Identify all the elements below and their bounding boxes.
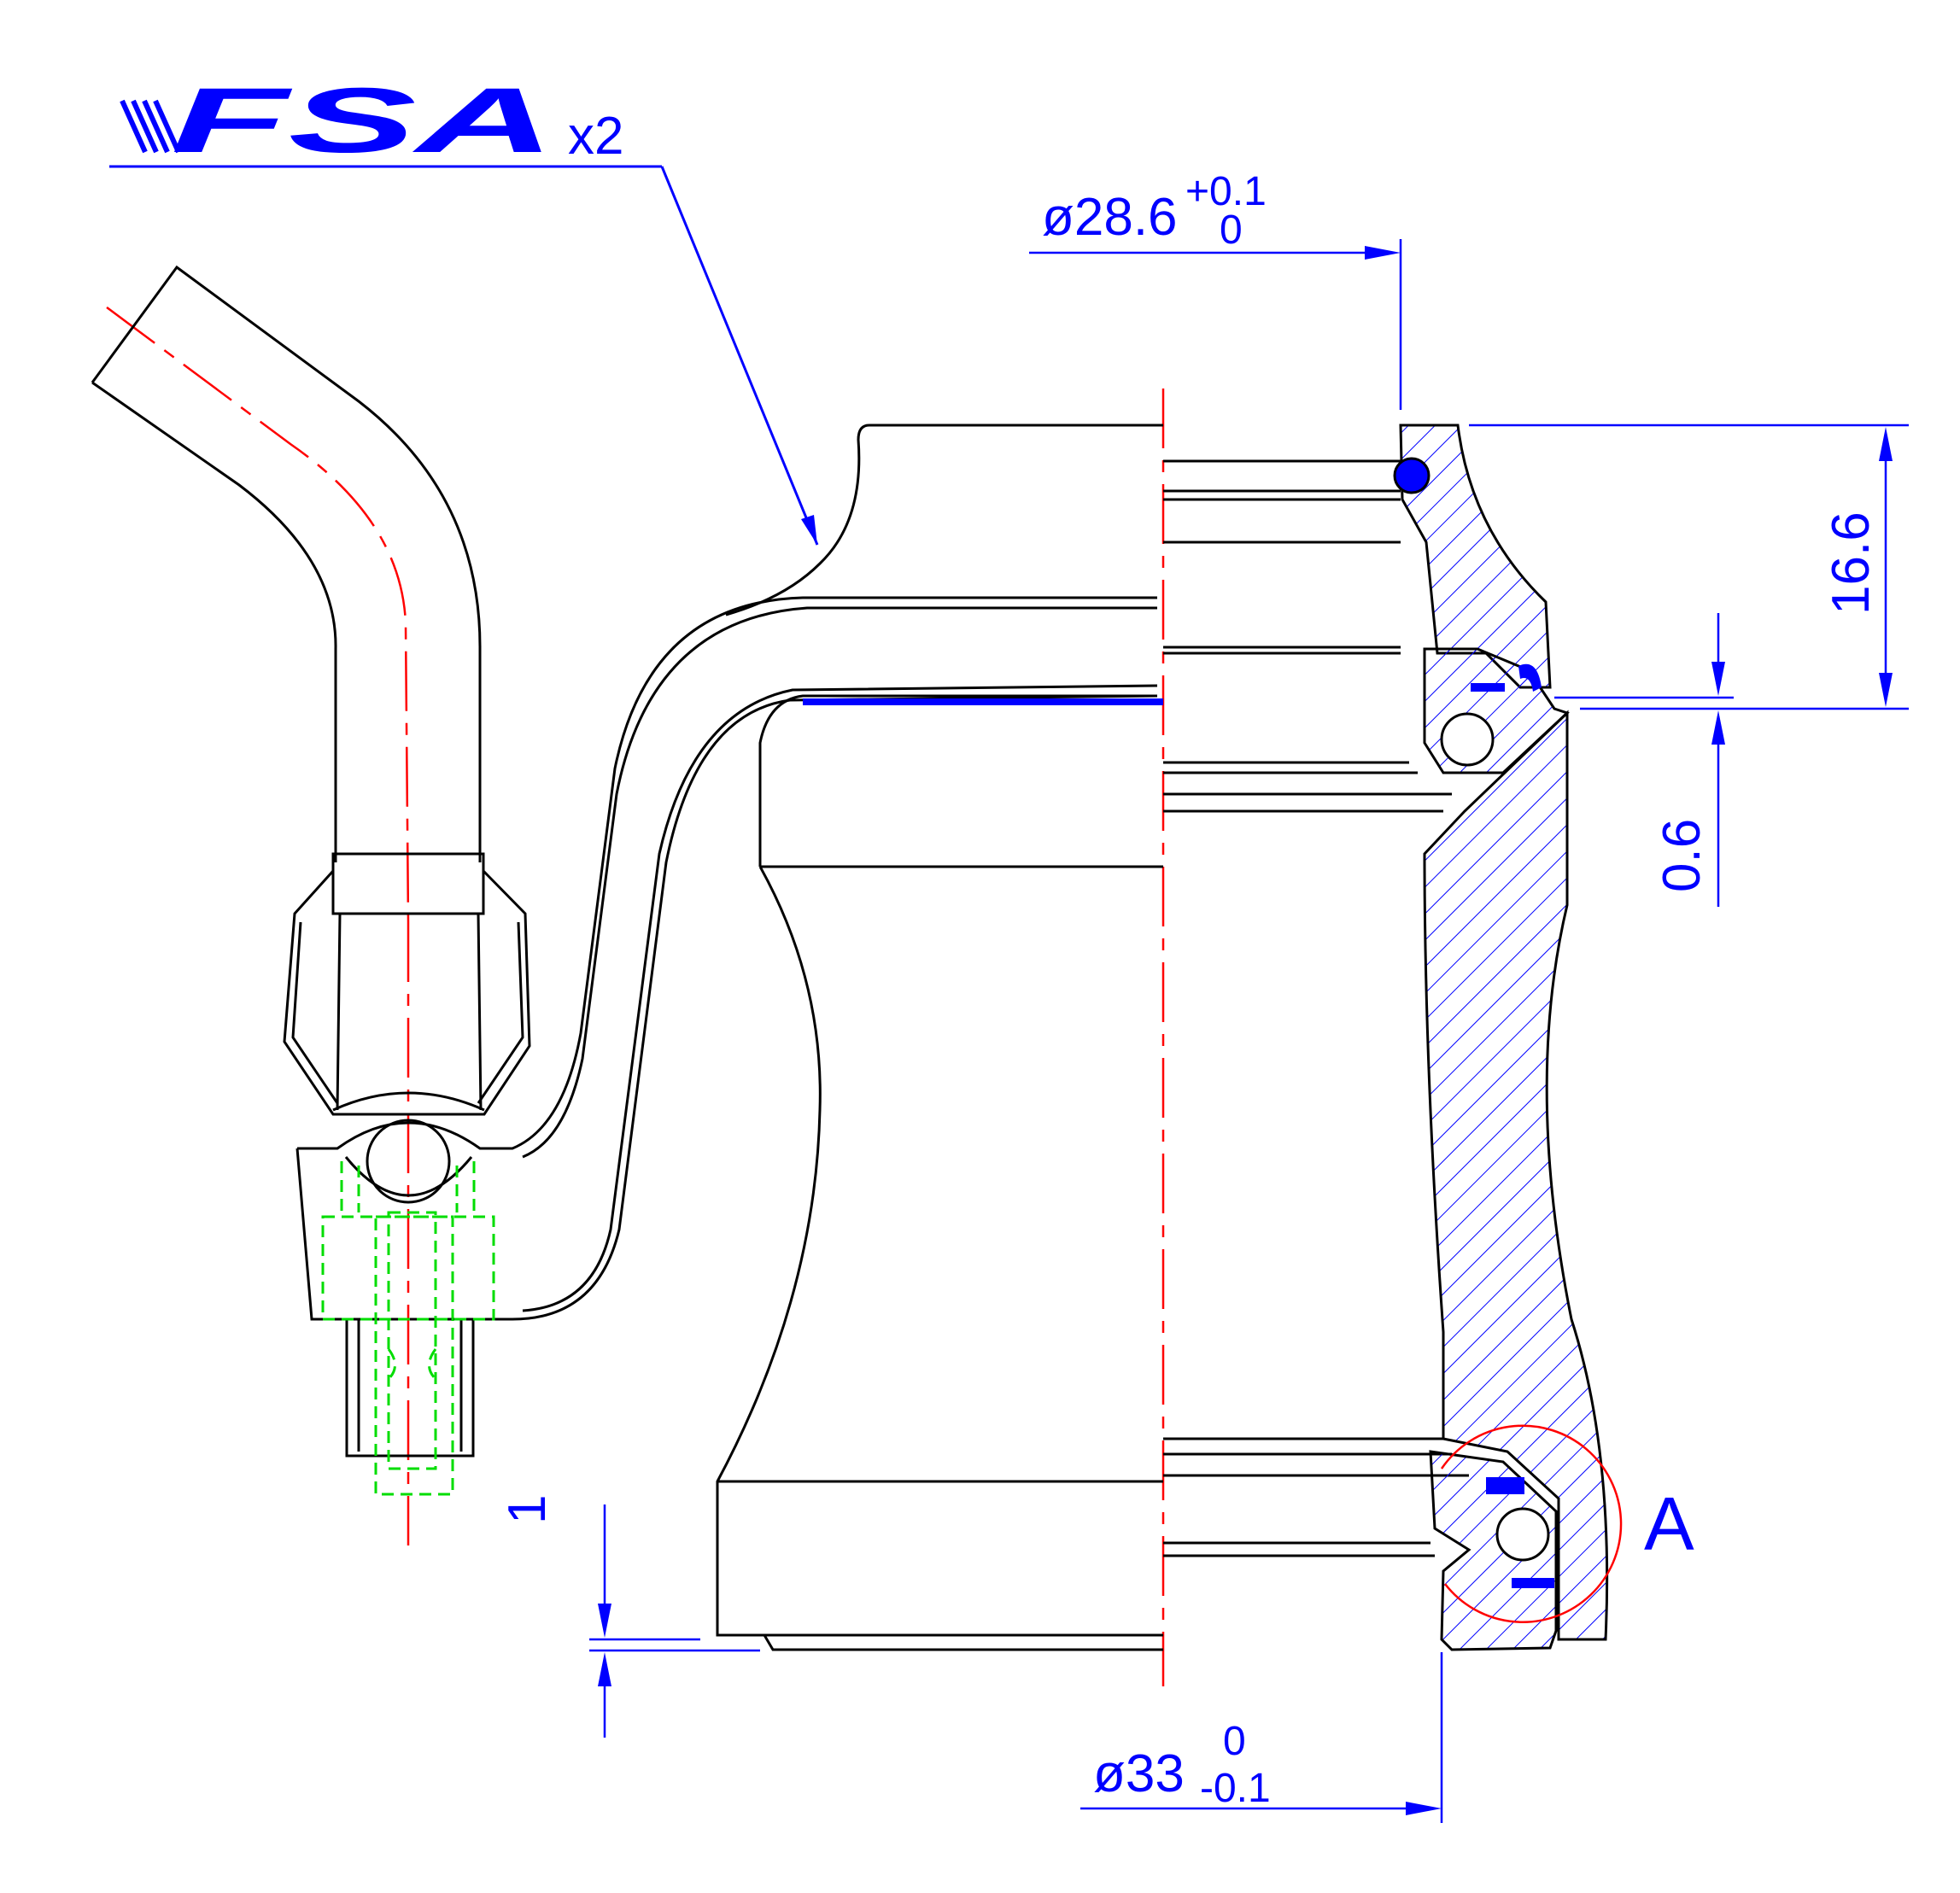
cable-pipe — [91, 265, 482, 862]
dim-outer-diameter-lower: -0.1 — [1200, 1766, 1271, 1811]
cable-bracket — [295, 596, 1158, 1321]
dim-gap: 0.6 — [1653, 819, 1711, 892]
dim-height: 16.6 — [1822, 511, 1881, 615]
fsa-logo: FSA — [120, 68, 555, 172]
logo-leader-line — [109, 165, 819, 546]
headset-cup-outline — [716, 424, 1469, 1651]
dim-outer-diameter: ø33 0 -0.1 — [1093, 1719, 1271, 1811]
bearing-seals — [1471, 663, 1554, 1588]
dimension-lines — [589, 239, 1909, 1823]
detail-a-circle — [1440, 1424, 1623, 1623]
detail-label: A — [1644, 1481, 1694, 1566]
cable-bolt — [345, 1318, 475, 1458]
dim-inner-diameter-lower: 0 — [1220, 207, 1243, 253]
dim-inner-diameter: ø28.6 +0.1 0 — [1042, 169, 1267, 253]
cable-adjuster-nut — [283, 852, 531, 1116]
hidden-lines — [321, 1161, 495, 1496]
dim-offset: 1 — [498, 1495, 557, 1524]
bearing-balls — [1393, 457, 1550, 1562]
dim-outer-diameter-base: ø33 — [1093, 1744, 1185, 1803]
dimension-arrows — [598, 246, 1893, 1815]
logo-text: FSA — [171, 68, 555, 172]
section-hatched — [1399, 424, 1609, 1651]
dim-outer-diameter-upper: 0 — [1223, 1719, 1246, 1764]
dim-inner-diameter-upper: +0.1 — [1185, 169, 1267, 214]
logo-quantity: x2 — [568, 107, 623, 166]
centerlines — [106, 306, 1165, 1686]
dim-inner-diameter-base: ø28.6 — [1042, 188, 1178, 247]
